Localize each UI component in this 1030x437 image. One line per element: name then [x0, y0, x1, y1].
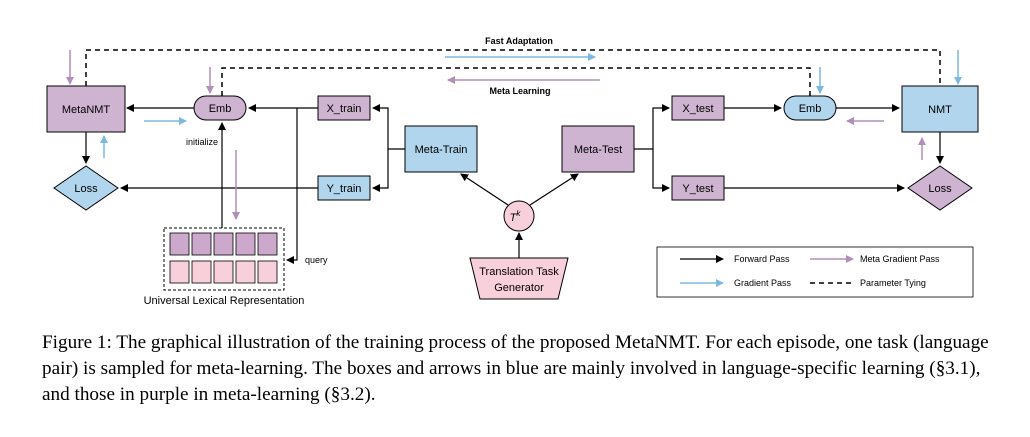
meta-learning-label: Meta Learning: [489, 86, 550, 96]
svg-text:Tk: Tk: [510, 209, 522, 224]
loss-left-label: Loss: [74, 183, 98, 195]
task-superscript: k: [516, 209, 521, 218]
emb-left-label: Emb: [209, 103, 232, 115]
loss-left-node: Loss: [53, 165, 119, 211]
x-test-label: X_test: [682, 103, 713, 115]
task-to-meta-test-arrow: [529, 173, 579, 206]
legend-meta-gradient-label: Meta Gradient Pass: [860, 254, 940, 264]
fast-adaptation-label: Fast Adaptation: [485, 36, 553, 46]
task-to-meta-train-arrow: [460, 173, 509, 206]
meta-test-split-to-y-test: [652, 149, 670, 192]
initialize-label: initialize: [186, 137, 218, 147]
x-train-label: X_train: [327, 103, 362, 115]
meta-train-split-to-x-train: [372, 104, 405, 150]
meta-train-split-to-y-train: [372, 149, 389, 192]
loss-right-label: Loss: [928, 183, 952, 195]
x-train-box: X_train: [317, 95, 371, 121]
task-node: Tk: [503, 200, 535, 232]
query-label: query: [305, 255, 328, 265]
legend-forward-label: Forward Pass: [734, 254, 790, 264]
emb-right-node: Emb: [783, 95, 837, 121]
legend-tying-label: Parameter Tying: [860, 278, 926, 288]
metanmt-diagram: Fast Adaptation Meta Learning MetaNMT Em…: [46, 36, 979, 307]
ulr-label: Universal Lexical Representation: [144, 295, 305, 307]
y-train-box: Y_train: [317, 175, 371, 201]
nmt-label: NMT: [928, 104, 952, 116]
ulr-block: [163, 227, 285, 291]
metanmt-box: MetaNMT: [46, 85, 126, 133]
task-label: T: [510, 212, 518, 224]
query-arrow: [286, 108, 298, 264]
metanmt-label: MetaNMT: [62, 104, 111, 116]
tying-line-outer: [85, 49, 941, 86]
meta-train-box: Meta-Train: [404, 125, 478, 173]
x-test-box: X_test: [671, 95, 725, 121]
meta-test-box: Meta-Test: [561, 125, 635, 173]
tying-line-inner: [221, 67, 811, 96]
emb-right-label: Emb: [799, 103, 822, 115]
emb-left-node: Emb: [193, 95, 247, 121]
y-train-label: Y_train: [327, 183, 362, 195]
loss-right-node: Loss: [907, 165, 973, 211]
legend-gradient-label: Gradient Pass: [734, 278, 792, 288]
y-test-label: Y_test: [682, 183, 713, 195]
generator-line1: Translation Task: [479, 266, 559, 278]
generator-line2: Generator: [494, 282, 544, 294]
task-generator: Translation Task Generator: [469, 257, 569, 300]
figure-caption: Figure 1: The graphical illustration of …: [42, 332, 989, 405]
y-test-box: Y_test: [671, 175, 725, 201]
legend: Forward Pass Meta Gradient Pass Gradient…: [656, 246, 974, 298]
meta-test-split-to-x-test: [634, 104, 670, 150]
nmt-box: NMT: [901, 85, 979, 133]
meta-train-label: Meta-Train: [415, 144, 468, 156]
meta-test-label: Meta-Test: [574, 144, 622, 156]
